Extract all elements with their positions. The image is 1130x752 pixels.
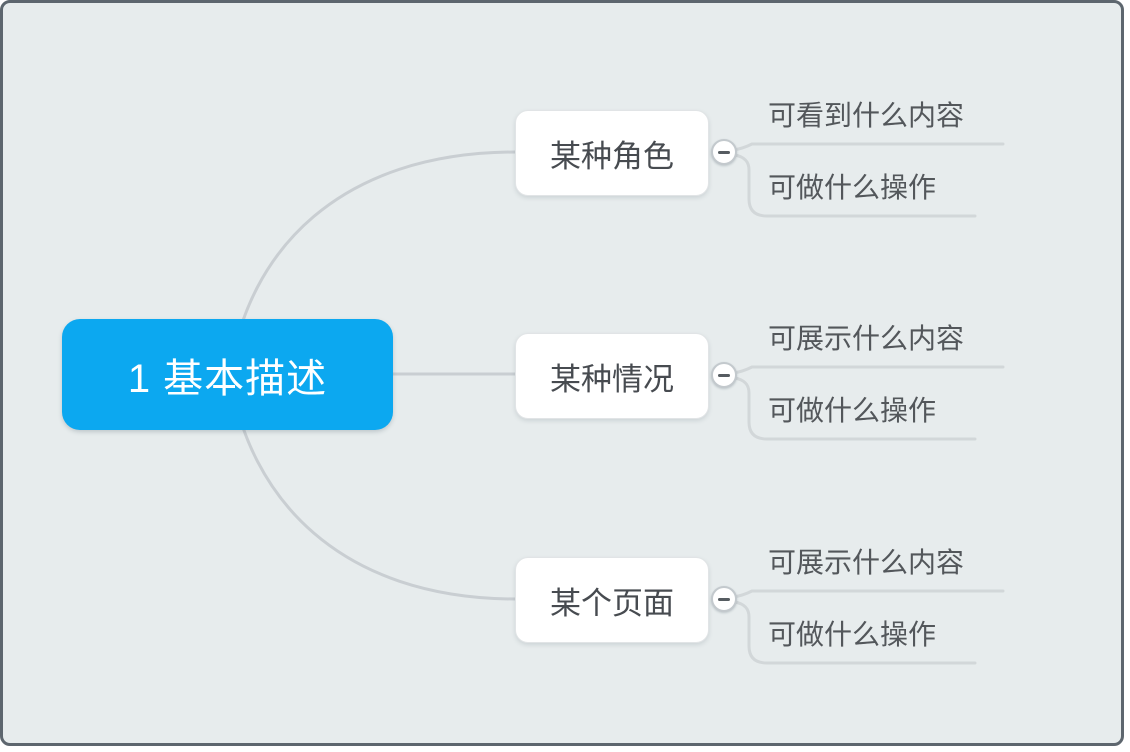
- branch-topic-1-label: 某种角色: [550, 138, 674, 174]
- leaf-topic-3-2[interactable]: 可做什么操作: [768, 619, 937, 650]
- leaf-topic-3-1[interactable]: 可展示什么内容: [768, 547, 965, 578]
- collapse-button-branch-3[interactable]: [711, 586, 737, 612]
- branch-topic-2[interactable]: 某种情况: [515, 333, 709, 419]
- collapse-button-branch-1[interactable]: [711, 139, 737, 165]
- leaf-topic-1-1[interactable]: 可看到什么内容: [768, 100, 965, 131]
- root-topic[interactable]: 1 基本描述: [62, 319, 393, 430]
- minus-icon: [718, 597, 730, 601]
- leaf-topic-2-2[interactable]: 可做什么操作: [768, 395, 937, 426]
- leaf-topic-1-2[interactable]: 可做什么操作: [768, 172, 937, 203]
- branch-topic-1[interactable]: 某种角色: [515, 110, 709, 196]
- leaf-topic-2-1[interactable]: 可展示什么内容: [768, 323, 965, 354]
- root-topic-label: 1 基本描述: [127, 356, 328, 401]
- branch-topic-2-label: 某种情况: [550, 361, 674, 397]
- minus-icon: [718, 150, 730, 154]
- branch-topic-3[interactable]: 某个页面: [515, 557, 709, 643]
- minus-icon: [718, 373, 730, 377]
- branch-topic-3-label: 某个页面: [550, 585, 674, 621]
- collapse-button-branch-2[interactable]: [711, 362, 737, 388]
